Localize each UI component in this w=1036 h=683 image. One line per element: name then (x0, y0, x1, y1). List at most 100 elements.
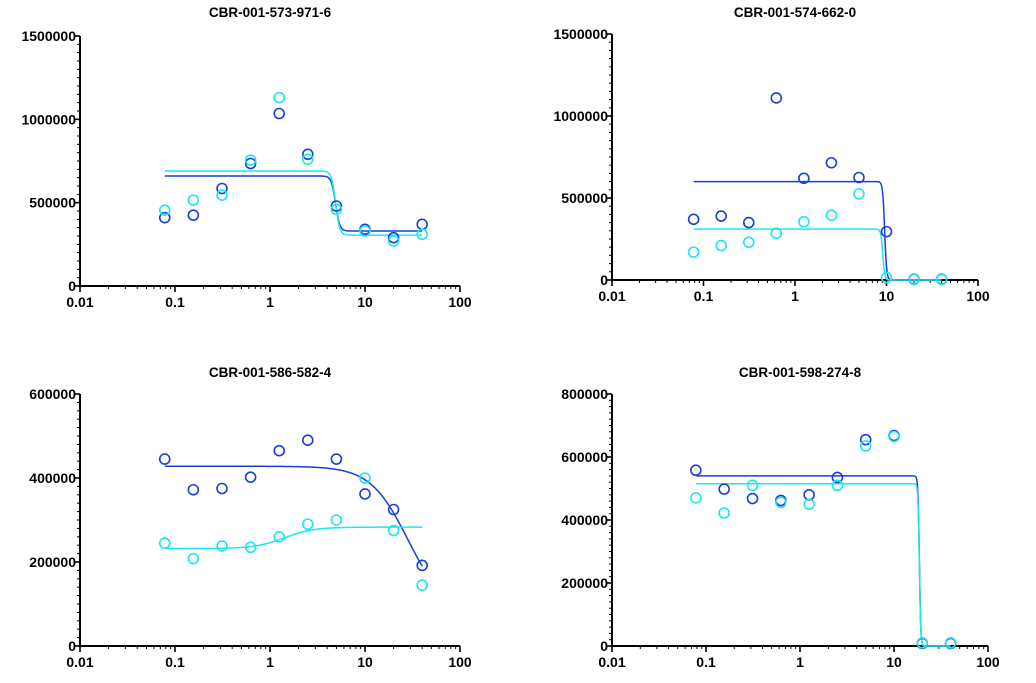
chart-title: CBR-001-573-971-6 (209, 5, 332, 20)
data-point-series-1 (359, 488, 371, 500)
x-tick-label: 0.1 (694, 288, 714, 304)
y-tick-label: 1500000 (21, 28, 76, 44)
data-point-series-1 (301, 434, 314, 447)
chart-title: CBR-001-598-274-8 (739, 365, 862, 380)
data-point-series-1 (187, 483, 200, 496)
x-tick-label: 100 (976, 654, 1000, 670)
chart-panel-2: CBR-001-574-662-0 0 500000 1000000 1500000 0.… (553, 5, 989, 304)
data-point-series-1 (416, 559, 429, 572)
x-tick-label: 1 (791, 288, 799, 304)
x-tick-label: 100 (448, 654, 472, 670)
y-tick-label: 1000000 (553, 108, 608, 124)
data-point-series-2 (244, 541, 257, 554)
data-point-series-2 (770, 227, 783, 240)
data-point-series-2 (775, 496, 787, 509)
y-tick-label: 200000 (561, 575, 608, 591)
data-point-series-2 (859, 440, 872, 452)
x-tick-label: 0.1 (165, 654, 185, 670)
data-point-series-1 (387, 503, 400, 516)
data-point-series-2 (330, 514, 343, 526)
data-point-series-2 (359, 472, 371, 484)
data-point-series-2 (301, 153, 314, 166)
data-point-series-2 (387, 235, 400, 247)
x-tick-label: 0.01 (66, 294, 93, 310)
fit-curve-series-2 (164, 170, 423, 236)
x-tick-label: 0.1 (165, 294, 185, 310)
data-point-series-1 (742, 216, 755, 229)
data-point-series-1 (158, 211, 171, 224)
y-tick-label: 500000 (561, 190, 608, 206)
x-tick-label: 10 (357, 294, 373, 310)
data-point-series-1 (273, 444, 286, 457)
y-tick-label: 400000 (29, 470, 76, 486)
x-tick-label: 10 (879, 288, 895, 304)
data-point-series-2 (916, 637, 929, 649)
data-point-series-2 (187, 552, 200, 565)
x-tick-label: 100 (448, 294, 472, 310)
x-tick-label: 100 (966, 288, 990, 304)
data-point-series-2 (216, 189, 228, 201)
data-point-series-2 (888, 430, 900, 443)
data-point-series-1 (803, 488, 815, 501)
data-point-series-1 (244, 471, 257, 483)
chart-panel-1: CBR-001-573-971-60500000100000015000000.… (21, 5, 471, 310)
data-point-series-2 (216, 540, 228, 552)
fit-curve-series-2 (693, 228, 942, 281)
data-point-series-1 (798, 172, 810, 185)
data-point-series-1 (687, 213, 700, 226)
data-point-series-2 (798, 215, 810, 228)
data-point-series-2 (687, 246, 700, 258)
x-tick-label: 1 (796, 654, 804, 670)
data-point-series-2 (416, 579, 429, 591)
fit-curve-series-2 (695, 483, 951, 647)
data-point-series-2 (158, 537, 171, 549)
data-point-series-2 (742, 236, 755, 249)
data-point-series-2 (825, 209, 838, 222)
data-point-series-2 (187, 194, 200, 206)
data-point-series-1 (158, 453, 171, 465)
data-point-series-1 (715, 210, 727, 222)
data-point-series-2 (718, 507, 730, 519)
data-point-series-2 (416, 228, 429, 241)
data-point-series-1 (187, 209, 200, 221)
data-point-series-1 (244, 157, 257, 170)
y-tick-label: 800000 (561, 386, 608, 402)
y-tick-label: 600000 (561, 449, 608, 465)
chart-panel-3: CBR-001-586-582-402000004000006000000.01… (29, 365, 472, 670)
data-point-series-2 (853, 188, 865, 200)
y-tick-label: 0 (68, 278, 76, 294)
data-point-series-1 (216, 182, 228, 195)
data-point-series-2 (715, 239, 727, 252)
y-tick-label: 200000 (29, 554, 76, 570)
data-point-series-2 (273, 530, 286, 543)
data-point-series-1 (880, 225, 893, 238)
x-tick-label: 0.1 (696, 654, 716, 670)
y-tick-label: 400000 (561, 512, 608, 528)
data-point-series-1 (330, 453, 343, 465)
x-tick-label: 0.01 (598, 654, 625, 670)
y-tick-label: 1500000 (553, 26, 608, 42)
data-point-series-2 (273, 91, 286, 104)
y-tick-label: 0 (600, 272, 608, 288)
data-point-series-2 (387, 524, 400, 537)
y-tick-label: 500000 (29, 195, 76, 211)
chart-panel-4: CBR-001-598-274-802000004000006000008000… (561, 365, 1000, 670)
data-point-series-1 (690, 464, 702, 477)
chart-title: CBR-001-574-662-0 (734, 5, 856, 20)
y-tick-label: 0 (68, 638, 76, 654)
data-point-series-1 (718, 483, 730, 495)
data-point-series-1 (273, 107, 286, 120)
data-point-series-1 (825, 156, 838, 169)
data-point-series-2 (803, 498, 815, 511)
data-point-series-2 (301, 518, 314, 531)
x-tick-label: 0.01 (598, 288, 625, 304)
data-point-series-2 (944, 637, 957, 649)
fit-curve-series-1 (164, 465, 423, 567)
data-point-series-2 (746, 479, 759, 492)
data-point-series-1 (416, 218, 429, 231)
data-point-series-2 (158, 204, 171, 216)
data-point-series-1 (859, 433, 872, 446)
data-point-series-2 (908, 273, 920, 286)
data-point-series-1 (770, 92, 783, 104)
